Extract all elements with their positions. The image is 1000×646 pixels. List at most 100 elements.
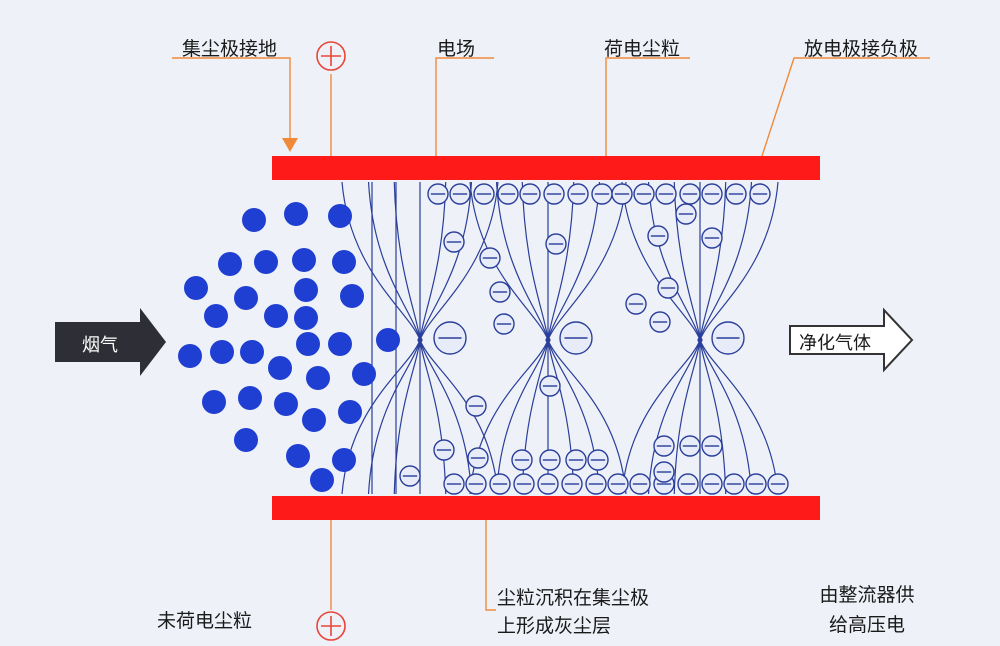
positive-terminal-1 bbox=[316, 611, 346, 641]
charged-particle-23 bbox=[629, 473, 651, 495]
label-dust-deposit: 尘粒沉积在集尘极上形成灰尘层 bbox=[497, 587, 650, 637]
uncharged-particle-22 bbox=[352, 362, 376, 386]
inlet-arrow bbox=[55, 308, 166, 376]
uncharged-particle-15 bbox=[210, 340, 234, 364]
label-discharge-negative: 放电极接负极 bbox=[804, 38, 919, 60]
uncharged-particle-6 bbox=[332, 250, 356, 274]
uncharged-particle-16 bbox=[240, 340, 264, 364]
charged-particle-35 bbox=[565, 449, 587, 471]
charged-particle-19 bbox=[537, 473, 559, 495]
charged-particle-7 bbox=[591, 183, 613, 205]
uncharged-particle-23 bbox=[202, 390, 226, 414]
uncharged-particle-18 bbox=[328, 332, 352, 356]
charged-particle-41 bbox=[443, 231, 465, 253]
charged-particle-3 bbox=[497, 183, 519, 205]
label-rectifier-supply: 由整流器供给高压电 bbox=[819, 584, 915, 636]
charged-particle-20 bbox=[561, 473, 583, 495]
uncharged-particle-0 bbox=[242, 208, 266, 232]
charged-particle-52 bbox=[465, 395, 487, 417]
label-collector-grounded: 集尘极接地 bbox=[182, 38, 278, 60]
uncharged-particle-13 bbox=[294, 306, 318, 330]
discharge-electrode-2 bbox=[697, 337, 703, 343]
uncharged-particle-24 bbox=[238, 386, 262, 410]
leader-charged-dust bbox=[605, 57, 690, 156]
charged-particle-1 bbox=[449, 183, 471, 205]
uncharged-particle-25 bbox=[274, 392, 298, 416]
uncharged-particle-27 bbox=[338, 400, 362, 424]
charged-particle-18 bbox=[513, 473, 535, 495]
discharge-electrode-0 bbox=[417, 337, 423, 343]
field-line-1-0 bbox=[469, 181, 549, 495]
label-electric-field: 电场 bbox=[437, 38, 476, 60]
leader-dust-deposit bbox=[485, 520, 496, 611]
uncharged-particle-9 bbox=[294, 278, 318, 302]
charged-particle-13 bbox=[725, 183, 747, 205]
discharge-electrode-1 bbox=[545, 337, 551, 343]
uncharged-particle-11 bbox=[204, 304, 228, 328]
positive-terminals bbox=[316, 41, 346, 641]
uncharged-particle-3 bbox=[218, 252, 242, 276]
uncharged-particle-31 bbox=[310, 468, 334, 492]
charged-particle-25 bbox=[677, 473, 699, 495]
charged-particle-47 bbox=[675, 203, 697, 225]
charged-particle-31 bbox=[433, 439, 455, 461]
label-uncharged-dust: 未荷电尘粒 bbox=[157, 610, 253, 632]
uncharged-particles bbox=[178, 202, 400, 492]
leader-electric-field bbox=[435, 57, 494, 156]
charged-particle-34 bbox=[539, 449, 561, 471]
uncharged-particle-30 bbox=[332, 448, 356, 472]
inlet-arrow-label: 烟气 bbox=[82, 335, 118, 356]
circle-plus-icon bbox=[316, 611, 346, 641]
uncharged-particle-14 bbox=[178, 344, 202, 368]
charged-particle-29 bbox=[767, 473, 789, 495]
charged-particles bbox=[399, 183, 789, 495]
charged-particle-50 bbox=[625, 293, 647, 315]
uncharged-particle-1 bbox=[284, 202, 308, 226]
charged-particle-16 bbox=[465, 473, 487, 495]
charged-particle-55 bbox=[559, 321, 593, 355]
charged-particle-54 bbox=[433, 321, 467, 355]
outlet-arrow bbox=[789, 307, 914, 373]
label-charged-dust: 荷电尘粒 bbox=[604, 38, 681, 60]
charged-particle-36 bbox=[587, 449, 609, 471]
uncharged-particle-20 bbox=[268, 356, 292, 380]
uncharged-particle-12 bbox=[264, 304, 288, 328]
charged-particle-45 bbox=[493, 313, 515, 335]
uncharged-particle-2 bbox=[328, 204, 352, 228]
charged-particle-9 bbox=[633, 183, 655, 205]
charged-particle-38 bbox=[679, 435, 701, 457]
charged-particle-2 bbox=[473, 183, 495, 205]
top-collector-plate bbox=[272, 156, 820, 180]
uncharged-particle-7 bbox=[184, 276, 208, 300]
uncharged-particle-28 bbox=[234, 428, 258, 452]
field-line-1-2 bbox=[521, 181, 549, 495]
field-line-1-1 bbox=[495, 181, 549, 495]
leader-collector-grounded bbox=[172, 57, 291, 142]
uncharged-particle-4 bbox=[254, 250, 278, 274]
uncharged-particle-29 bbox=[286, 444, 310, 468]
uncharged-particle-5 bbox=[292, 248, 316, 272]
charged-particle-46 bbox=[647, 225, 669, 247]
charged-particle-42 bbox=[479, 247, 501, 269]
charged-particle-21 bbox=[585, 473, 607, 495]
charged-particle-27 bbox=[723, 473, 745, 495]
charged-particle-4 bbox=[519, 183, 541, 205]
charged-particle-10 bbox=[655, 183, 677, 205]
charged-particle-51 bbox=[649, 311, 671, 333]
leader-lines bbox=[172, 57, 930, 611]
uncharged-particle-26 bbox=[302, 408, 326, 432]
charged-particle-40 bbox=[653, 461, 675, 483]
charged-particle-17 bbox=[489, 473, 511, 495]
leader-collector-arrowhead bbox=[282, 138, 298, 152]
charged-particle-12 bbox=[701, 183, 723, 205]
charged-particle-11 bbox=[679, 183, 701, 205]
charged-particle-49 bbox=[657, 277, 679, 299]
uncharged-particle-19 bbox=[376, 328, 400, 352]
charged-particle-53 bbox=[539, 375, 561, 397]
charged-particle-6 bbox=[567, 183, 589, 205]
charged-particle-15 bbox=[443, 473, 465, 495]
charged-particle-43 bbox=[545, 233, 567, 255]
leader-discharge-negative bbox=[761, 57, 930, 157]
